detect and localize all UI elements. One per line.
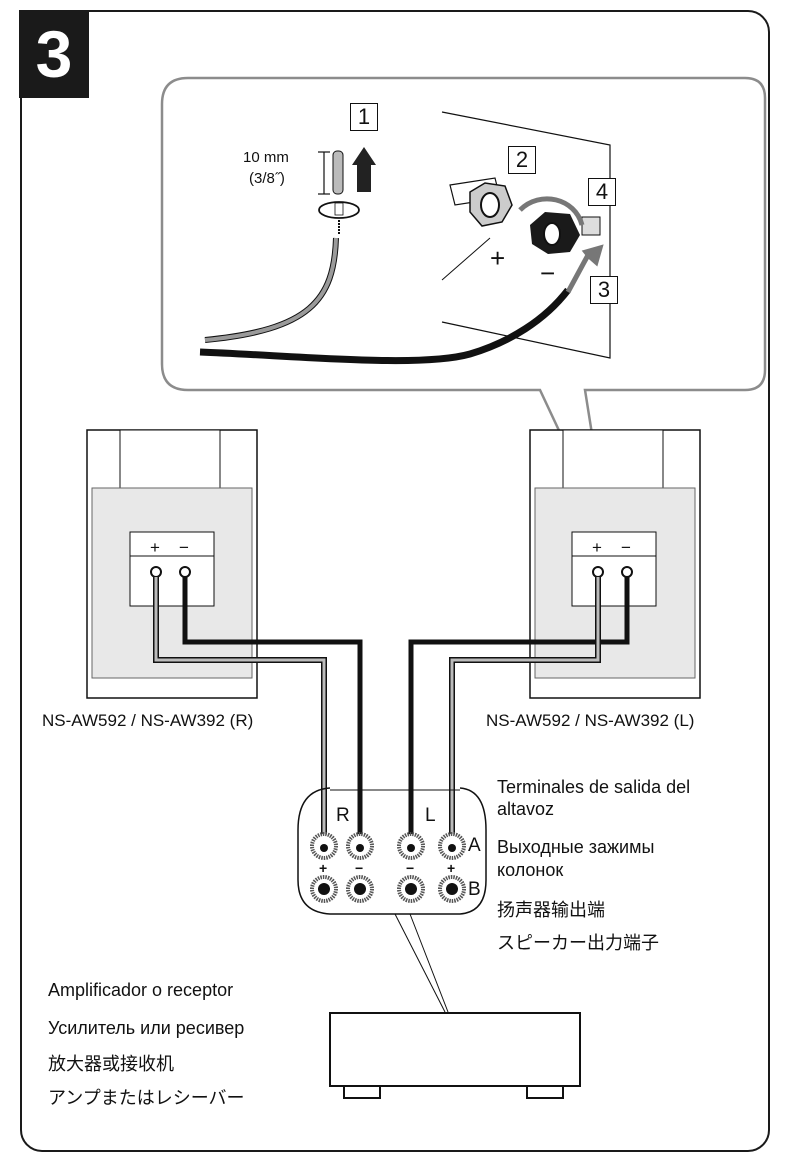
- terminal-caption-es-2: altavoz: [497, 799, 555, 819]
- amplifier-caption-zh: 放大器或接收机: [48, 1054, 174, 1074]
- step-2-marker: 2: [508, 146, 536, 174]
- terminal-caption-ru-2: колонок: [497, 860, 564, 880]
- strip-length-inch: (3/8˝): [249, 170, 285, 187]
- amplifier-caption-es: Amplificador o receptor: [48, 980, 234, 1000]
- terminal-caption-ja: スピーカー出力端子: [497, 933, 659, 953]
- speaker-l-minus-sign: −: [621, 538, 631, 557]
- channel-l-label: L: [425, 805, 436, 826]
- speaker-left: [529, 429, 701, 699]
- step-4-marker: 4: [588, 178, 616, 206]
- terminal-caption-es-1: Terminales de salida del: [497, 777, 691, 797]
- twist-arrow-icon: [318, 201, 360, 219]
- speaker-l-plus-terminal: [592, 566, 604, 578]
- speaker-right-label: NS-AW592 / NS-AW392 (R): [42, 711, 254, 730]
- step-1-marker: 1: [350, 103, 378, 131]
- terminal-caption-ru-1: Выходные зажимы: [497, 837, 655, 857]
- amplifier: [329, 1012, 581, 1099]
- amp-terminal-panel: [297, 787, 487, 1013]
- terminal-row-a: [310, 832, 466, 860]
- sign-l-minus: −: [406, 860, 415, 876]
- row-a-label: A: [468, 835, 481, 856]
- detail-plus-sign: +: [490, 243, 506, 273]
- wire-strip-illustration: [199, 147, 571, 365]
- speaker-r-minus-sign: −: [179, 538, 189, 557]
- pull-up-arrow-icon: [352, 147, 376, 192]
- speaker-cable: [199, 287, 571, 365]
- step-3-marker: 3: [590, 276, 618, 304]
- sign-l-plus: +: [447, 860, 456, 876]
- strip-length-mm: 10 mm: [243, 149, 289, 166]
- speaker-r-plus-sign: +: [150, 538, 160, 557]
- tighten-arrow-icon: [518, 196, 585, 226]
- terminal-row-b: [310, 875, 466, 903]
- speaker-r-plus-terminal: [150, 566, 162, 578]
- speaker-l-plus-sign: +: [592, 538, 602, 557]
- sign-r-minus: −: [355, 860, 364, 876]
- step-number-badge: 3: [19, 10, 89, 98]
- stripped-wire-end: [332, 150, 344, 195]
- post-thread: [581, 216, 601, 236]
- sign-r-plus: +: [319, 860, 328, 876]
- binding-post-illustration: [441, 111, 611, 359]
- cable-left: [408, 577, 630, 842]
- speaker-l-minus-terminal: [621, 566, 633, 578]
- terminal-caption-zh: 扬声器输出端: [497, 900, 605, 920]
- cable-right: [153, 577, 363, 842]
- detail-minus-sign: −: [540, 258, 556, 288]
- speaker-left-label: NS-AW592 / NS-AW392 (L): [486, 711, 695, 730]
- amplifier-caption-ja: アンプまたはレシーバー: [48, 1088, 245, 1108]
- row-b-label: B: [468, 879, 481, 900]
- speaker-r-minus-terminal: [179, 566, 191, 578]
- insert-arrow-icon: [565, 244, 604, 294]
- amplifier-caption-ru: Усилитель или ресивер: [48, 1018, 245, 1038]
- channel-r-label: R: [336, 805, 350, 826]
- step-frame: [20, 10, 770, 1152]
- speaker-right: [86, 429, 258, 699]
